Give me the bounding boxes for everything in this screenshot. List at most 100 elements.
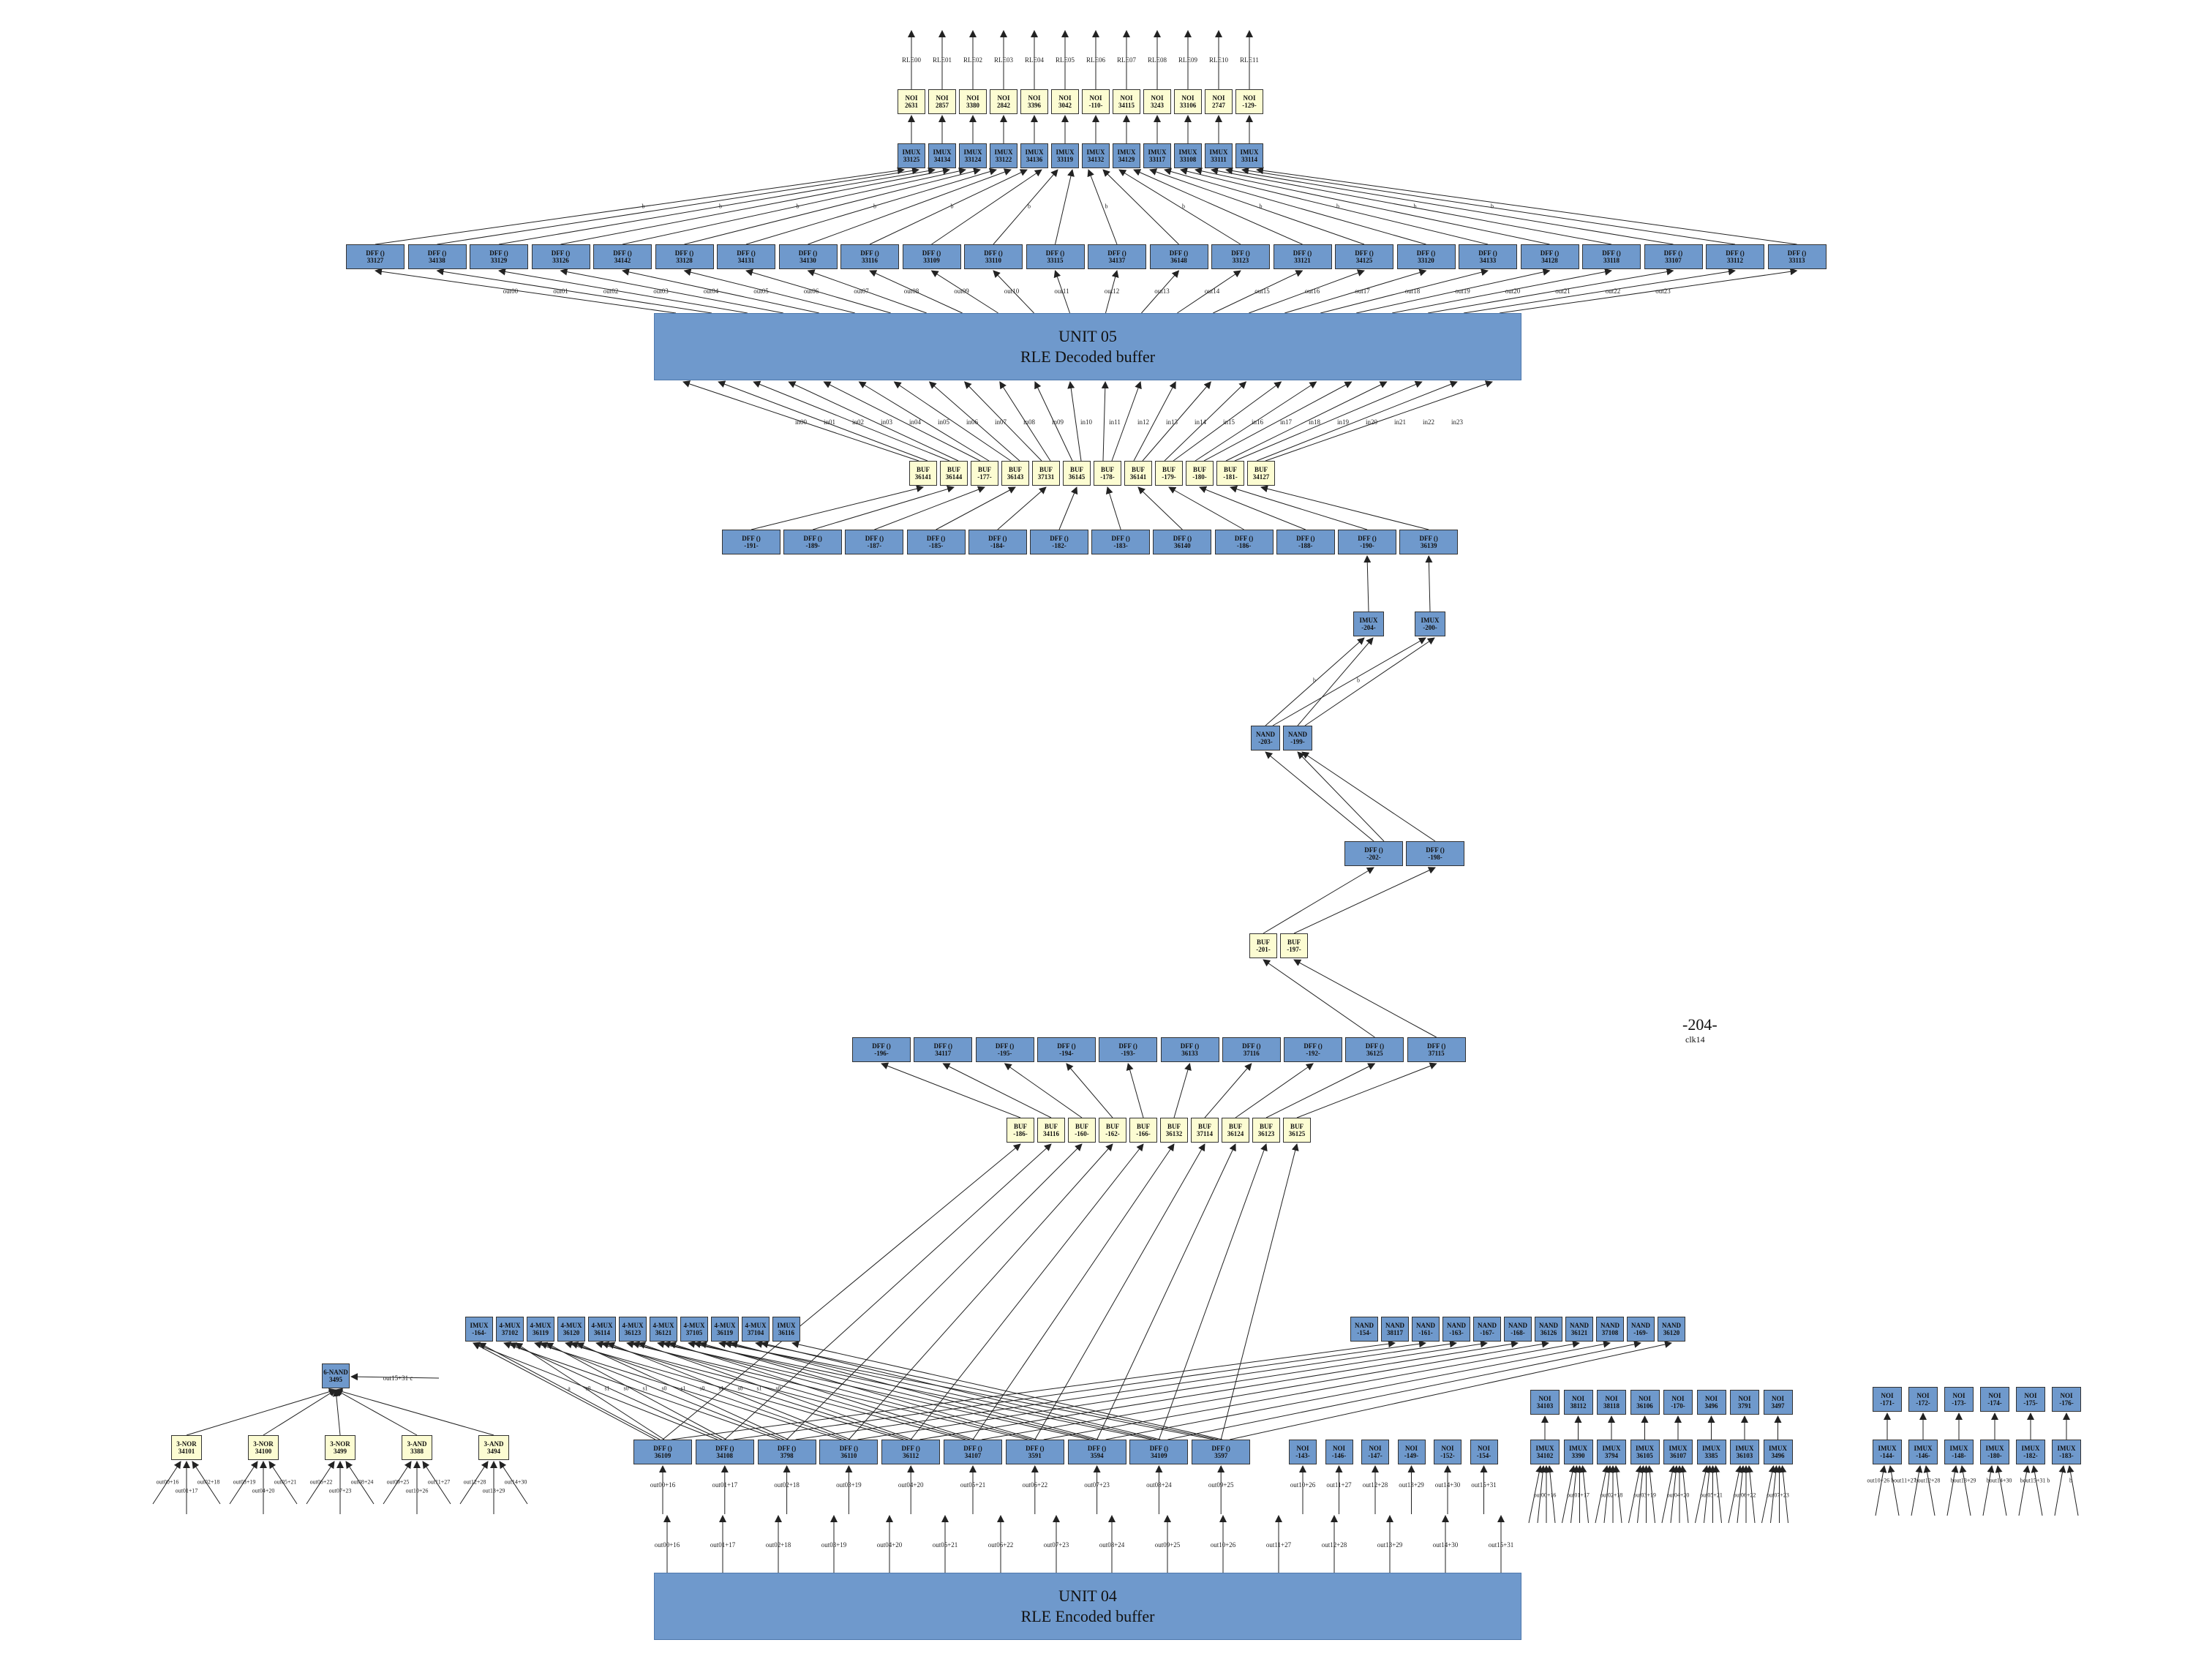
buf-to-unit05-wire xyxy=(1225,381,1388,462)
output-label-RLE06: RLE06 xyxy=(1086,56,1105,64)
unit05-in-label-6: in06 xyxy=(966,418,979,426)
buf-mid-9: BUF-180- xyxy=(1186,461,1214,486)
dff-to-buf-wire xyxy=(724,1143,1052,1440)
gate-input-wire xyxy=(422,1461,451,1505)
mux-left-8-id: 36119 xyxy=(716,1329,733,1336)
unit04-out-label-2: out02+18 xyxy=(765,1541,791,1549)
wire-b-label: b xyxy=(873,203,876,210)
dff-mid-3-type: DFF () xyxy=(926,535,946,542)
cluster2-noi-4-id: -175- xyxy=(2023,1399,2038,1407)
dff-low-4-id: -193- xyxy=(1121,1050,1135,1057)
gate-left-2-id: 3499 xyxy=(334,1448,347,1455)
nand-right-2-id: -161- xyxy=(1418,1329,1433,1336)
output-label-RLE02: RLE02 xyxy=(963,56,982,64)
cluster1-imux-5-type: IMUX xyxy=(1702,1445,1720,1452)
cluster1-imux-1-id: 3390 xyxy=(1571,1452,1585,1459)
dff-top-16-id: 34125 xyxy=(1355,257,1373,264)
buf-to-unit05-wire xyxy=(1256,380,1458,462)
dff-to-mux-wire xyxy=(669,1341,975,1440)
noi-bottom-input-label-4: out14+30 xyxy=(1434,1481,1461,1489)
buf-low-1-type: BUF xyxy=(1045,1123,1058,1130)
dff-low-6-type: DFF () xyxy=(1242,1042,1261,1050)
cluster1-noi-4: NOI-170- xyxy=(1663,1390,1693,1415)
cluster2-imux-1-type: IMUX xyxy=(1914,1445,1933,1452)
dff-bottom-5-id: 34107 xyxy=(964,1452,982,1459)
imux-top-1-type: IMUX xyxy=(933,148,952,156)
dff-mid-11-type: DFF () xyxy=(1419,535,1438,542)
dff-bottom-2-type: DFF () xyxy=(777,1445,797,1452)
buf-to-dff-wire xyxy=(881,1062,1021,1118)
cluster-input-wire xyxy=(1911,1465,1923,1516)
dff-mid-0: DFF ()-191- xyxy=(722,530,780,554)
unit04-out-label-10: out10+26 xyxy=(1210,1541,1236,1549)
dff-to-imux-wire xyxy=(1211,167,1612,245)
buf-mid-2-type: BUF xyxy=(978,466,991,473)
nand-right-1-type: NAND xyxy=(1385,1322,1404,1329)
cluster2-imux-1: IMUX-146- xyxy=(1908,1440,1938,1464)
cluster1-imux-1-type: IMUX xyxy=(1569,1445,1587,1452)
buf-to-unit05-wire xyxy=(1111,381,1142,462)
mux-left-0-id: -164- xyxy=(472,1329,486,1336)
cluster-input-wire xyxy=(1595,1465,1610,1524)
mux-left-2-id: 36119 xyxy=(532,1329,549,1336)
buf-low-9-type: BUF xyxy=(1290,1123,1304,1130)
unit05-out-wire xyxy=(436,268,712,314)
dff-top-3: DFF ()33126 xyxy=(531,244,590,269)
buf-mid-8: BUF-179- xyxy=(1155,461,1183,486)
unit05-out-wire xyxy=(560,268,783,314)
dff-top-22-type: DFF () xyxy=(1726,249,1745,257)
gate-input-wire xyxy=(229,1461,258,1505)
gate-to-nand6-wire xyxy=(332,1389,341,1436)
buf-pair-1: BUF-197- xyxy=(1280,933,1308,958)
cluster2-imux-5-id: -183- xyxy=(2059,1452,2074,1459)
imux-top-8-id: 33117 xyxy=(1148,156,1165,163)
mux-left-6-id: 36121 xyxy=(655,1329,672,1336)
nand-right-0-type: NAND xyxy=(1355,1322,1374,1329)
dff-top-6: DFF ()34131 xyxy=(717,244,775,269)
cluster1-input-label-6: out06+22 xyxy=(1733,1491,1756,1499)
dff-top-2-id: 33129 xyxy=(490,257,508,264)
cluster2-imux-0: IMUX-144- xyxy=(1873,1440,1902,1464)
dff-to-nand-wire xyxy=(1230,1341,1672,1440)
dff-mid-8-id: -186- xyxy=(1236,542,1252,549)
nand-right-6-id: 36126 xyxy=(1540,1329,1557,1336)
imux-top-0-id: 33125 xyxy=(903,156,920,163)
dff-top-18: DFF ()34133 xyxy=(1459,244,1517,269)
unit05-in-label-9: in09 xyxy=(1051,418,1064,426)
dff-to-mux-wire xyxy=(693,1341,1094,1440)
dff-low-1: DFF ()34117 xyxy=(914,1037,973,1062)
gate-input-wire xyxy=(345,1461,375,1505)
mux-left-1-type: 4-MUX xyxy=(499,1322,521,1329)
mux-select-label-4: s1 xyxy=(642,1385,648,1392)
gate-to-nand6-wire xyxy=(186,1388,336,1436)
unit05-out-wire xyxy=(683,268,855,314)
mux-select-label-5: s0 xyxy=(661,1385,667,1392)
dff-bottom-input-label-7: out07+23 xyxy=(1084,1481,1110,1489)
unit04-out-label-12: out12+28 xyxy=(1321,1541,1347,1549)
imux-top-7-id: 34129 xyxy=(1118,156,1135,163)
dff-mid-10-type: DFF () xyxy=(1358,535,1377,542)
noi-bottom-input-label-0: out10+26 xyxy=(1290,1481,1316,1489)
output-label-RLE07: RLE07 xyxy=(1117,56,1136,64)
dff-to-imux-wire xyxy=(1241,167,1736,245)
buf-low-5-type: BUF xyxy=(1167,1123,1181,1130)
cluster-input-wire xyxy=(1728,1465,1743,1524)
dff-mid-10-id: -190- xyxy=(1360,542,1374,549)
cluster-input-wire xyxy=(1712,1465,1722,1524)
unit04-subtitle: RLE Encoded buffer xyxy=(1020,1607,1155,1625)
cluster-input-wire xyxy=(1537,1465,1547,1524)
unit05-out-label-7: out07 xyxy=(854,287,869,295)
dff-top-17-type: DFF () xyxy=(1416,249,1436,257)
buf-low-6-type: BUF xyxy=(1198,1123,1211,1130)
unit05-out-wire xyxy=(1105,270,1119,314)
imux-pair-1-type: IMUX xyxy=(1421,617,1440,624)
nand-right-0: NAND-154- xyxy=(1350,1317,1378,1342)
gate-left-4-id: 3494 xyxy=(487,1448,500,1455)
nand-right-8-id: 37108 xyxy=(1601,1329,1619,1336)
